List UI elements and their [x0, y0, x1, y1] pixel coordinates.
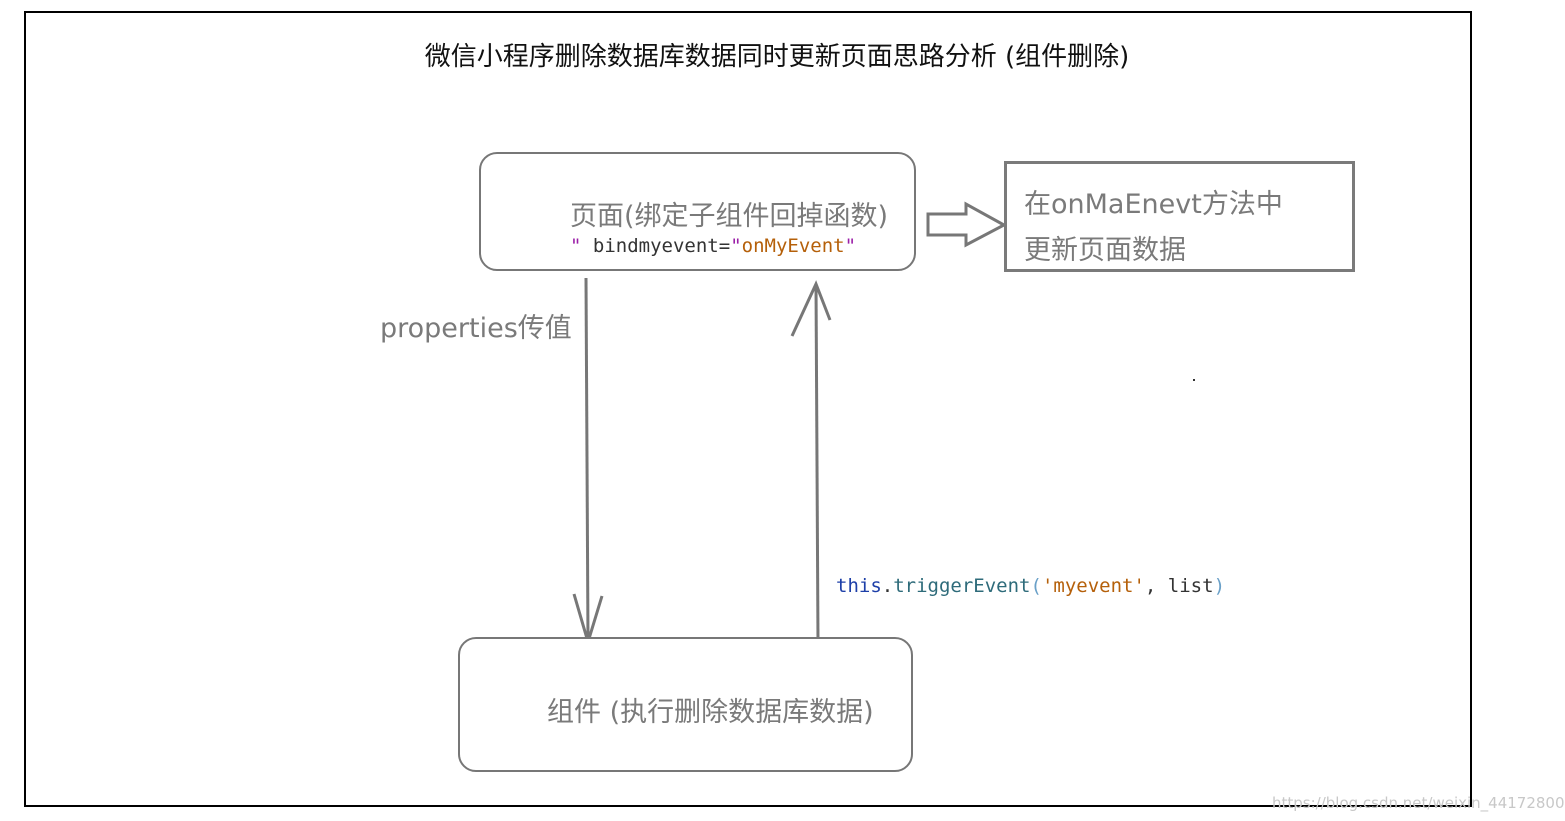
page-box [479, 152, 916, 271]
update-box-line2: 更新页面数据 [1024, 235, 1186, 266]
properties-label: properties传值 [380, 313, 572, 344]
trigger-arrow-line [814, 283, 820, 643]
stray-dot [1193, 379, 1195, 381]
page-box-label: 页面(绑定子组件回掉函数) [570, 201, 889, 232]
update-box-line1: 在onMaEnevt方法中 [1024, 189, 1283, 220]
diagram-title: 微信小程序删除数据库数据同时更新页面思路分析 (组件删除) [424, 42, 1130, 72]
trigger-arrow-head [790, 280, 832, 337]
bind-event-code: " bindmyevent="onMyEvent" [570, 235, 857, 257]
properties-arrow-line [584, 277, 590, 641]
update-box [1004, 161, 1355, 272]
component-box-label: 组件 (执行删除数据库数据) [547, 697, 874, 728]
watermark: https://blog.csdn.net/weixin_44172800 [1272, 794, 1565, 812]
diagram-frame [24, 11, 1472, 807]
component-box [458, 637, 913, 772]
trigger-event-code: this.triggerEvent('myevent', list) [836, 575, 1226, 597]
update-block-arrow [926, 201, 1008, 248]
